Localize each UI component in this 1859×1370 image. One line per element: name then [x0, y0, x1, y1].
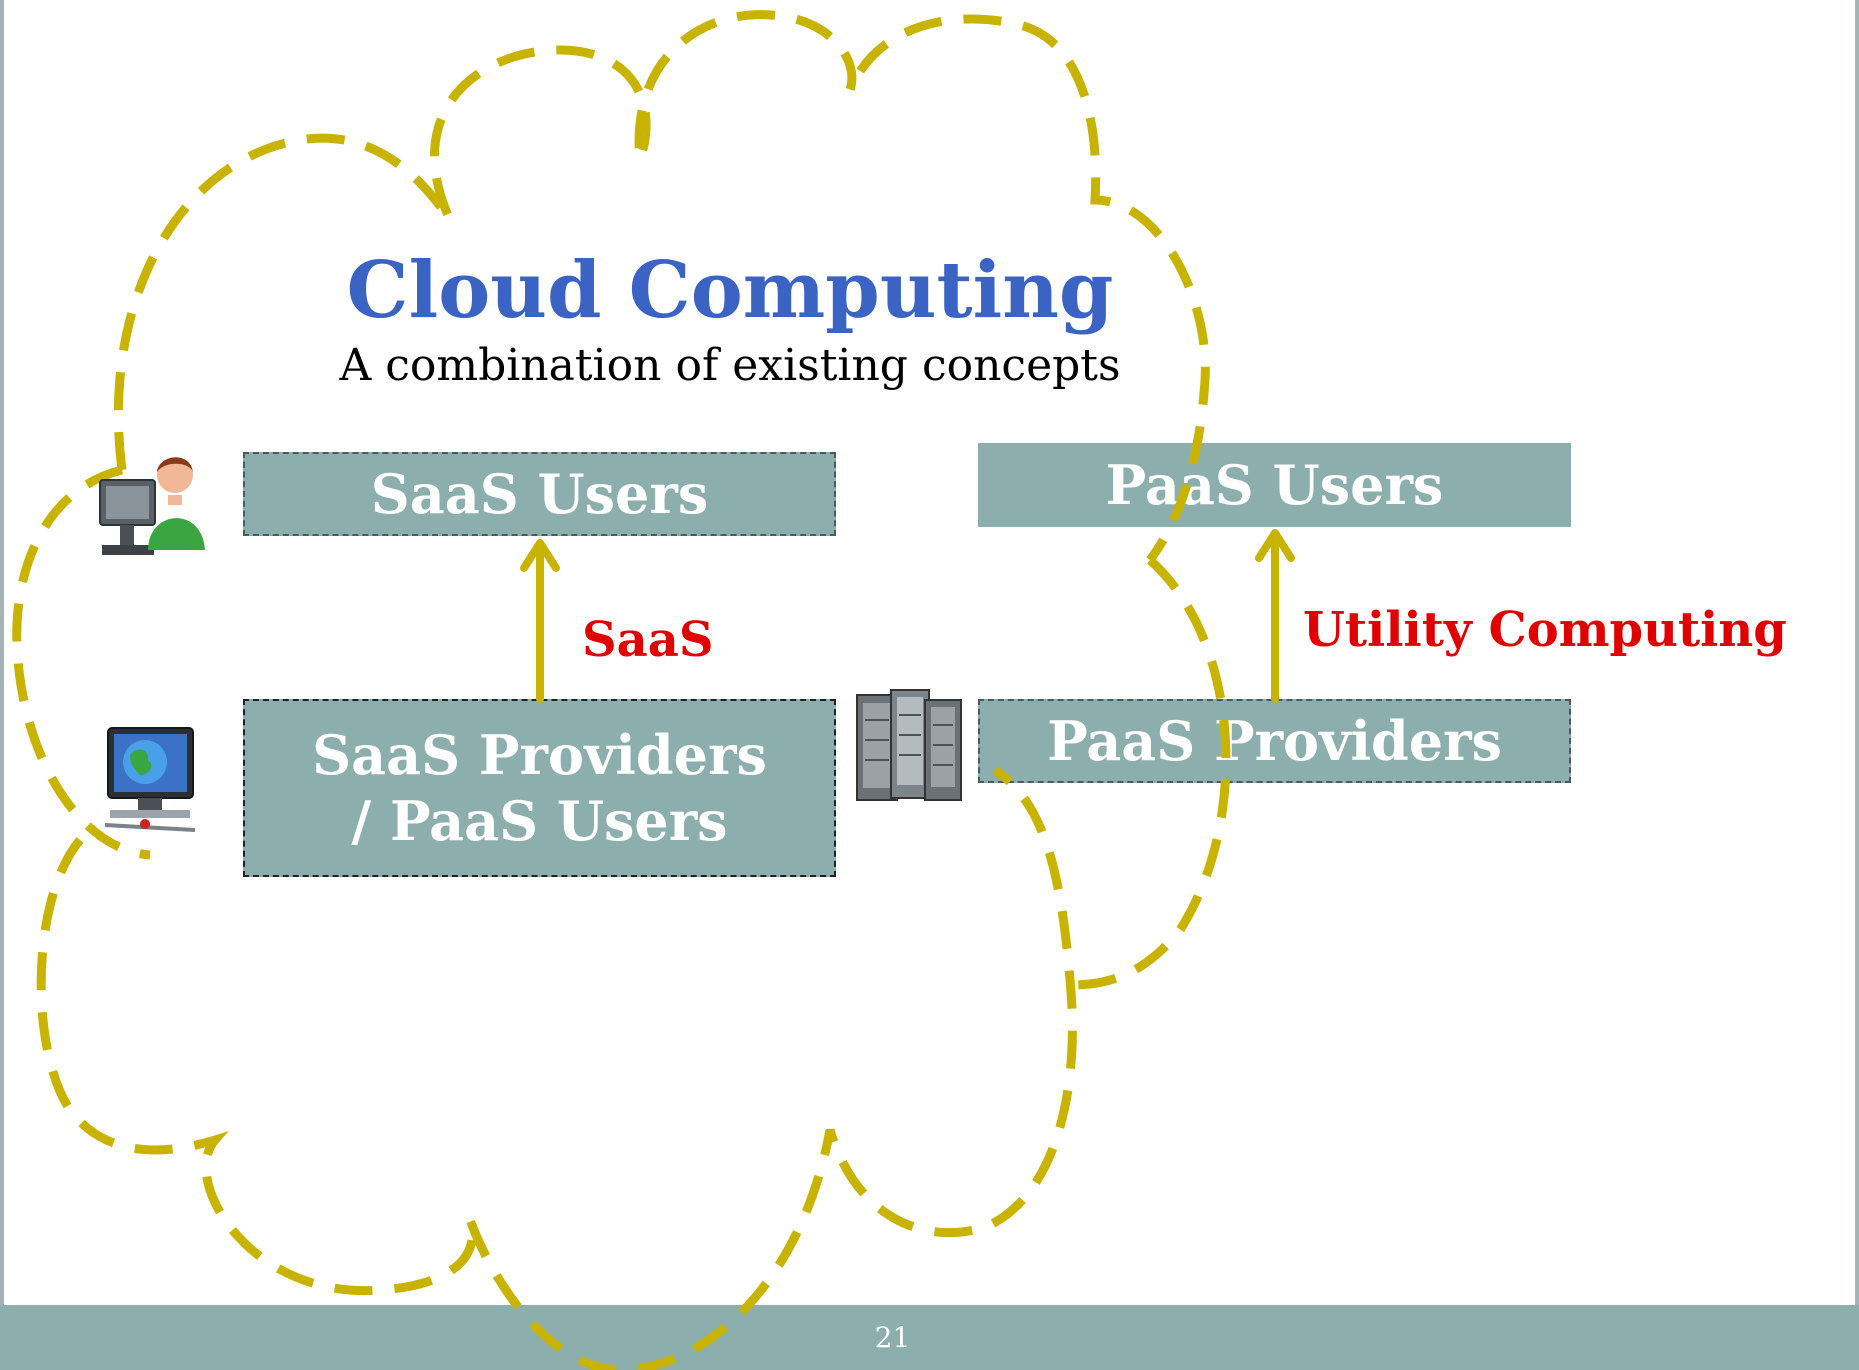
utility-arrow-head — [1255, 529, 1295, 562]
saas-relation-label: SaaS — [582, 612, 714, 668]
paas-users-box: PaaS Users — [978, 443, 1571, 527]
slide-border-right — [1855, 0, 1859, 1305]
globe-monitor-icon — [104, 727, 196, 832]
saas-providers-box: SaaS Providers / PaaS Users — [243, 699, 836, 877]
saas-users-box: SaaS Users — [243, 452, 836, 536]
saas-users-label: SaaS Users — [370, 462, 709, 526]
server-rack-icon — [856, 689, 962, 801]
utility-computing-label: Utility Computing — [1303, 602, 1787, 658]
slide-border-left — [0, 0, 4, 1305]
page-number: 21 — [874, 1321, 911, 1354]
saas-providers-label-line2: / PaaS Users — [351, 789, 728, 853]
slide-title: Cloud Computing — [346, 245, 1114, 336]
paas-providers-label: PaaS Providers — [1047, 709, 1502, 773]
saas-arrow-head — [520, 539, 560, 572]
paas-users-label: PaaS Users — [1105, 453, 1444, 517]
slide-subtitle: A combination of existing concepts — [339, 340, 1121, 391]
user-at-computer-icon — [99, 457, 205, 555]
paas-providers-box: PaaS Providers — [978, 699, 1571, 783]
saas-providers-label-line1: SaaS Providers — [312, 723, 767, 787]
